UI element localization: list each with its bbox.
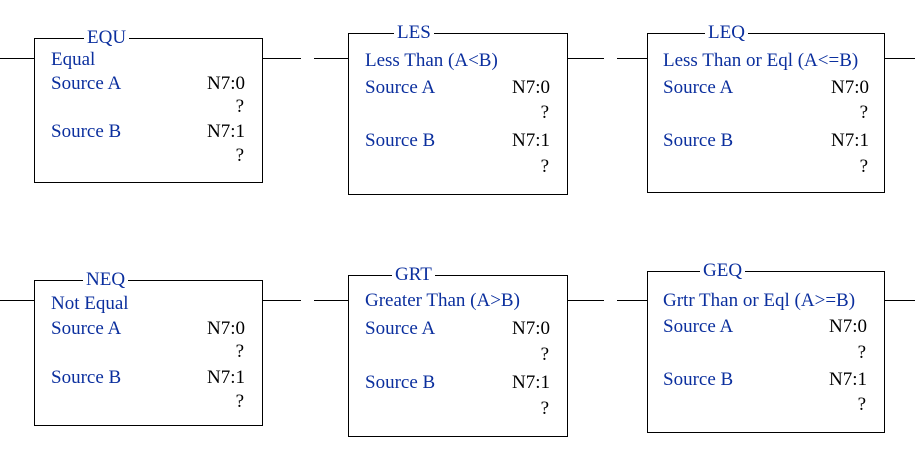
source-a-address: N7:0 (512, 318, 550, 339)
source-b-address: N7:1 (829, 369, 867, 390)
source-a-value: ? (859, 102, 868, 123)
source-a-address: N7:0 (207, 73, 245, 94)
source-a-label: Source A (663, 316, 734, 337)
source-a-value: ? (857, 342, 866, 363)
source-b-value: ? (235, 145, 244, 166)
block-description: Less Than or Eql (A<=B) (663, 50, 859, 71)
source-b-value: ? (235, 391, 244, 412)
les-block[interactable]: LES Less Than (A<B) Source A N7:0 ? Sour… (348, 21, 568, 195)
source-a-address: N7:0 (207, 318, 245, 339)
block-tag: LEQ (705, 21, 748, 45)
source-a-value: ? (540, 344, 549, 365)
rung-2-wire-left (0, 300, 34, 301)
block-tag: GRT (392, 263, 435, 287)
source-a-label: Source A (365, 77, 436, 98)
block-tag: NEQ (83, 268, 129, 292)
source-b-label: Source B (51, 367, 122, 388)
source-a-value: ? (235, 96, 244, 117)
source-a-label: Source A (365, 318, 436, 339)
source-a-address: N7:0 (829, 316, 867, 337)
source-b-label: Source B (365, 130, 436, 151)
grt-block[interactable]: GRT Greater Than (A>B) Source A N7:0 ? S… (348, 263, 568, 437)
geq-block[interactable]: GEQ Grtr Than or Eql (A>=B) Source A N7:… (647, 259, 885, 433)
source-b-value: ? (857, 394, 866, 415)
rung-1-wire-left (0, 58, 34, 59)
source-b-address: N7:1 (831, 130, 869, 151)
source-b-value: ? (540, 156, 549, 177)
neq-block[interactable]: NEQ Not Equal Source A N7:0 ? Source B N… (34, 268, 263, 426)
block-description: Less Than (A<B) (365, 50, 498, 71)
rung-2-wire-4 (617, 300, 647, 301)
source-a-value: ? (235, 341, 244, 362)
source-b-value: ? (540, 398, 549, 419)
source-a-address: N7:0 (831, 77, 869, 98)
source-b-label: Source B (365, 372, 436, 393)
source-b-address: N7:1 (512, 372, 550, 393)
rung-1-wire-3 (568, 58, 604, 59)
source-a-address: N7:0 (512, 77, 550, 98)
block-description: Equal (51, 49, 96, 70)
block-tag: LES (394, 21, 434, 45)
rung-2-wire-right (885, 300, 915, 301)
source-a-label: Source A (663, 77, 734, 98)
rung-2-wire-2 (314, 300, 348, 301)
source-b-address: N7:1 (512, 130, 550, 151)
rung-1-wire-right (885, 58, 915, 59)
leq-block[interactable]: LEQ Less Than or Eql (A<=B) Source A N7:… (647, 21, 885, 193)
rung-1-wire-4 (617, 58, 647, 59)
block-tag: GEQ (700, 259, 746, 283)
source-b-address: N7:1 (207, 367, 245, 388)
block-description: Greater Than (A>B) (365, 290, 520, 311)
block-description: Not Equal (51, 293, 129, 314)
rung-2-wire-3 (568, 300, 604, 301)
source-a-value: ? (540, 102, 549, 123)
source-b-address: N7:1 (207, 121, 245, 142)
source-b-label: Source B (51, 121, 122, 142)
source-a-label: Source A (51, 318, 122, 339)
rung-2-wire-1 (263, 300, 301, 301)
block-description: Grtr Than or Eql (A>=B) (663, 290, 856, 311)
source-b-value: ? (859, 156, 868, 177)
equ-block[interactable]: EQU Equal Source A N7:0 ? Source B N7:1 … (34, 26, 263, 183)
rung-1-wire-2 (314, 58, 348, 59)
rung-1-wire-1 (263, 58, 301, 59)
source-b-label: Source B (663, 130, 734, 151)
source-a-label: Source A (51, 73, 122, 94)
source-b-label: Source B (663, 369, 734, 390)
block-tag: EQU (84, 26, 130, 50)
